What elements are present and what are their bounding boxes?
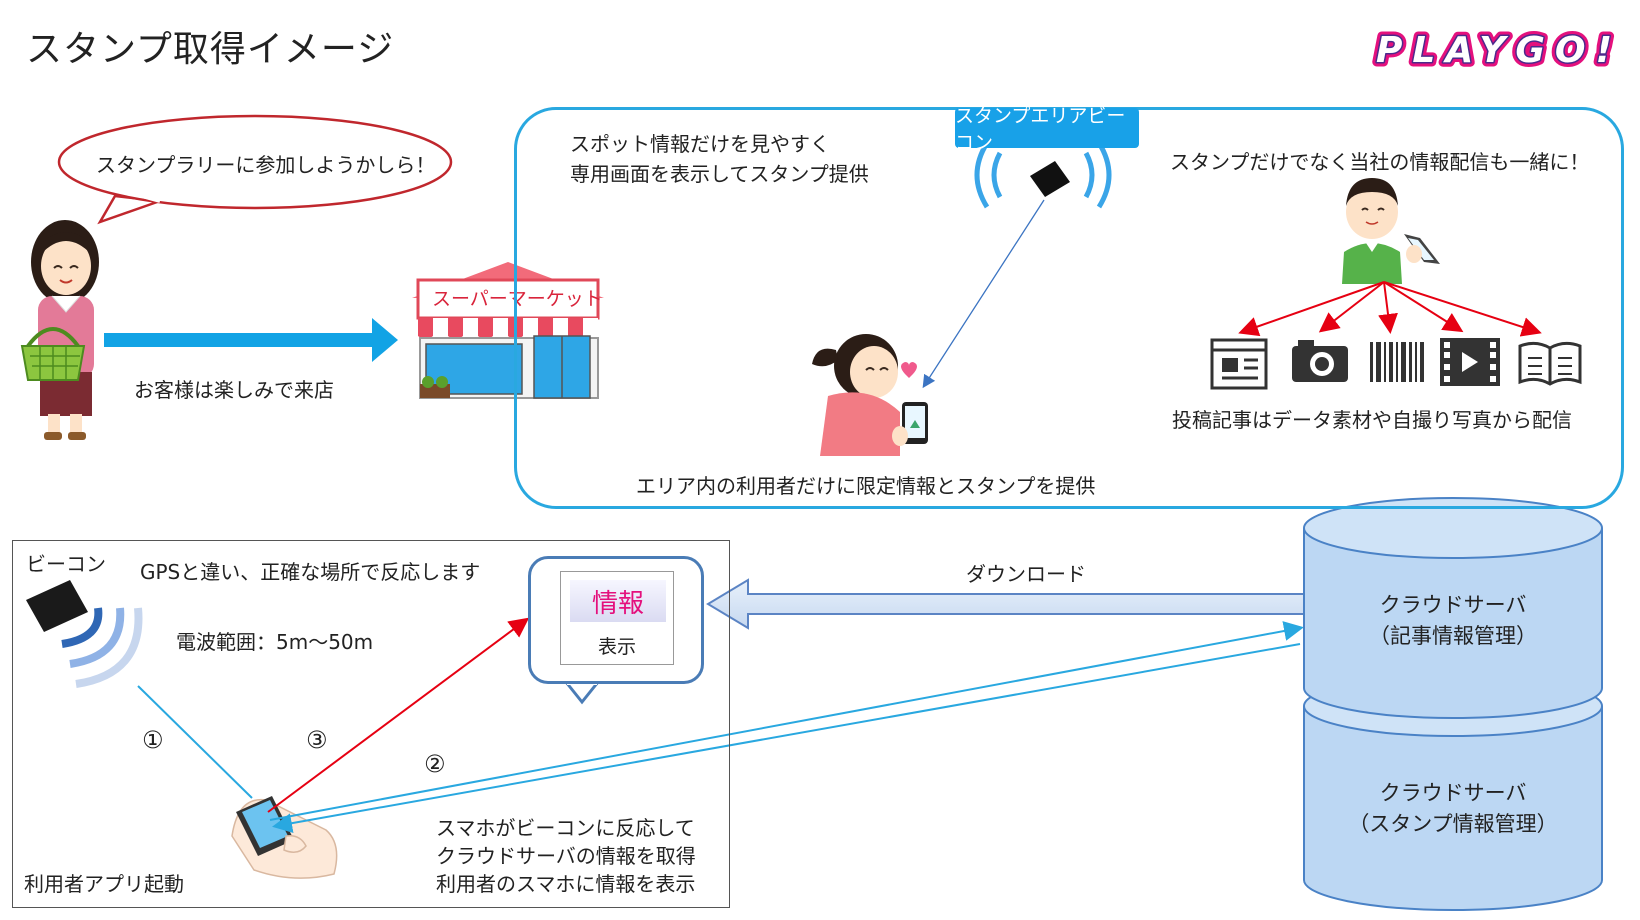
- phone-in-hand-illustration: [231, 796, 338, 879]
- barcode-icon: [1370, 342, 1424, 382]
- svg-text:PLAYGO!: PLAYGO!: [1376, 30, 1612, 71]
- step1-label: ①: [142, 726, 164, 754]
- area-text: エリア内の利用者だけに限定情報とスタンプを提供: [636, 474, 1096, 498]
- db-top-line2: （記事情報管理）: [1369, 624, 1537, 648]
- desc-line3: 利用者のスマホに情報を表示: [436, 872, 696, 896]
- beacon-area-label: スタンプエリアビーコン: [955, 105, 1139, 154]
- page-title: スタンプ取得イメージ: [26, 29, 395, 70]
- beacon-to-phone-line: [137, 685, 253, 799]
- desc-line1: スマホがビーコンに反応して: [436, 816, 695, 840]
- supermarket-illustration: [412, 262, 604, 399]
- info-header: 情報: [570, 580, 666, 622]
- camera-icon: [1292, 340, 1348, 382]
- company-text: スタンプだけでなく当社の情報配信も一緒に！: [1170, 150, 1590, 174]
- db-top-line1: クラウドサーバ: [1379, 593, 1527, 617]
- walk-in-arrow: [104, 318, 398, 362]
- speech-bubble: [57, 114, 453, 225]
- video-icon: [1440, 338, 1500, 386]
- svg-text:PLAYGO!: PLAYGO!: [1376, 30, 1612, 71]
- woman-customer-illustration: [20, 220, 99, 440]
- spot-text-line2: 専用画面を表示してスタンプ提供: [570, 162, 869, 186]
- download-arrow: [706, 578, 1305, 630]
- db-bottom-line1: クラウドサーバ: [1379, 781, 1527, 805]
- staff-man-illustration: [1342, 178, 1440, 284]
- server-to-phone-arrow: [272, 643, 1301, 834]
- beacon-to-phone-arrow: [922, 199, 1045, 389]
- news-icon: [1210, 338, 1268, 390]
- range-text: 電波範囲：5m～50m: [176, 630, 374, 654]
- phone-to-server-arrow: [269, 621, 1304, 821]
- posting-text: 投稿記事はデータ素材や自撮り写真から配信: [1172, 408, 1572, 432]
- step2-label: ②: [424, 750, 446, 778]
- info-body: 表示: [597, 636, 636, 658]
- mechanism-panel: [12, 540, 730, 908]
- db-bottom-label: クラウドサーバ （スタンプ情報管理）: [1304, 778, 1602, 840]
- distribution-arrows: [1238, 281, 1542, 337]
- playgo-logo: PLAYGO! PLAYGO! PLAYGO!: [1370, 24, 1620, 73]
- app-label: 利用者アプリ起動: [24, 872, 184, 896]
- store-sign: スーパーマーケット: [432, 288, 603, 310]
- gps-text: GPSと違い、正確な場所で反応します: [140, 560, 481, 584]
- speech-bubble-text: スタンプラリーに参加しようかしら！: [96, 153, 436, 177]
- cloud-server-top-database: [1303, 497, 1603, 719]
- beacon-signal-illustration: [974, 141, 1112, 209]
- desc-line2: クラウドサーバの情報を取得: [436, 844, 696, 868]
- db-bottom-line2: （スタンプ情報管理）: [1348, 812, 1558, 836]
- phone-to-info-arrow: [267, 617, 530, 813]
- book-icon: [1518, 341, 1582, 386]
- svg-text:PLAYGO!: PLAYGO!: [1376, 30, 1612, 71]
- customer-caption: お客様は楽しみで来店: [134, 378, 334, 402]
- beacon-device-illustration: [26, 580, 143, 688]
- db-top-label: クラウドサーバ （記事情報管理）: [1304, 590, 1602, 652]
- download-label: ダウンロード: [966, 562, 1086, 586]
- step3-label: ③: [306, 726, 328, 754]
- girl-with-phone-illustration: [812, 334, 928, 456]
- beacon-label: ビーコン: [26, 552, 106, 576]
- spot-text-line1: スポット情報だけを見やすく: [570, 132, 830, 156]
